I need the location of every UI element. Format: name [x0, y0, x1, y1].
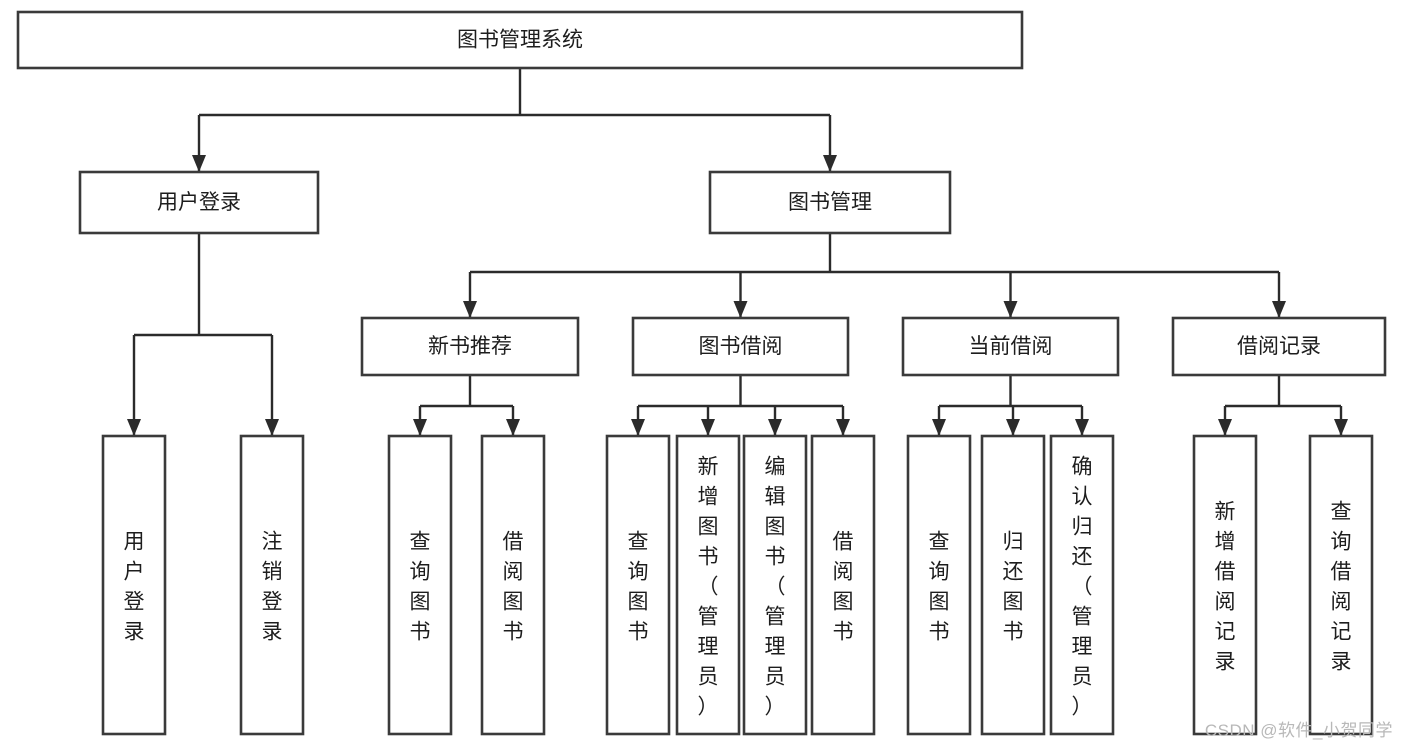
arrow-head-icon — [127, 419, 141, 436]
node-box — [360, 316, 580, 377]
node-leaf-edit-book[interactable]: 编辑图书（管理员） — [742, 434, 808, 736]
node-box — [101, 434, 167, 736]
node-box — [387, 434, 453, 736]
node-leaf-query-book-borrow[interactable]: 查询图书 — [605, 434, 671, 736]
arrow-head-icon — [701, 419, 715, 436]
arrow-head-icon — [836, 419, 850, 436]
node-layer: 图书管理系统用户登录图书管理新书推荐图书借阅当前借阅借阅记录用户登录注销登录查询… — [16, 10, 1387, 736]
node-leaf-query-book-cur[interactable]: 查询图书 — [906, 434, 972, 736]
node-box — [16, 10, 1024, 70]
node-box — [631, 316, 850, 377]
node-box — [742, 434, 808, 736]
arrow-head-icon — [506, 419, 520, 436]
node-label: 图书管理 — [788, 191, 872, 214]
node-label: 查询借阅记录 — [1331, 500, 1352, 673]
node-leaf-borrow-book-rec[interactable]: 借阅图书 — [480, 434, 546, 736]
connector-layer — [127, 68, 1348, 436]
node-box — [708, 170, 952, 235]
arrow-head-icon — [413, 419, 427, 436]
node-box — [980, 434, 1046, 736]
node-box — [480, 434, 546, 736]
node-new-book-recommend[interactable]: 新书推荐 — [360, 316, 580, 377]
node-label: 查询图书 — [628, 530, 649, 643]
arrow-head-icon — [1075, 419, 1089, 436]
arrow-head-icon — [768, 419, 782, 436]
node-leaf-query-record[interactable]: 查询借阅记录 — [1308, 434, 1374, 736]
arrow-head-icon — [1006, 419, 1020, 436]
node-leaf-borrow-book[interactable]: 借阅图书 — [810, 434, 876, 736]
node-leaf-user-login[interactable]: 用户登录 — [101, 434, 167, 736]
node-box — [810, 434, 876, 736]
node-leaf-return-book[interactable]: 归还图书 — [980, 434, 1046, 736]
node-label: 借阅图书 — [503, 530, 524, 643]
node-label: 借阅图书 — [833, 530, 854, 643]
arrow-head-icon — [463, 301, 477, 318]
arrow-head-icon — [1218, 419, 1232, 436]
node-label: 当前借阅 — [969, 335, 1053, 358]
arrow-head-icon — [1334, 419, 1348, 436]
node-box — [1171, 316, 1387, 377]
arrow-head-icon — [192, 155, 206, 172]
node-label: 借阅记录 — [1237, 335, 1321, 358]
node-label: 用户登录 — [157, 191, 241, 214]
arrow-head-icon — [823, 155, 837, 172]
node-box — [605, 434, 671, 736]
node-box — [675, 434, 741, 736]
node-box — [239, 434, 305, 736]
arrow-head-icon — [631, 419, 645, 436]
arrow-head-icon — [265, 419, 279, 436]
node-label: 查询图书 — [410, 530, 431, 643]
node-box — [78, 170, 320, 235]
node-leaf-logout[interactable]: 注销登录 — [239, 434, 305, 736]
node-label: 确认归还（管理员） — [1072, 455, 1093, 718]
watermark-text: CSDN @软件_小贺同学 — [1204, 721, 1393, 740]
node-label: 新书推荐 — [428, 335, 512, 358]
node-label: 新增借阅记录 — [1215, 500, 1236, 673]
node-book-borrow[interactable]: 图书借阅 — [631, 316, 850, 377]
node-label: 用户登录 — [124, 530, 145, 643]
node-leaf-add-record[interactable]: 新增借阅记录 — [1192, 434, 1258, 736]
node-user-login[interactable]: 用户登录 — [78, 170, 320, 235]
node-label: 编辑图书（管理员） — [765, 455, 786, 718]
node-leaf-confirm-return[interactable]: 确认归还（管理员） — [1049, 434, 1115, 736]
arrow-head-icon — [1003, 301, 1018, 318]
node-root[interactable]: 图书管理系统 — [16, 10, 1024, 70]
node-book-manage[interactable]: 图书管理 — [708, 170, 952, 235]
node-label: 查询图书 — [929, 530, 950, 643]
node-label: 归还图书 — [1003, 530, 1024, 643]
node-box — [1192, 434, 1258, 736]
arrow-head-icon — [932, 419, 946, 436]
node-label: 图书借阅 — [699, 335, 783, 358]
node-label: 新增图书（管理员） — [698, 455, 719, 718]
node-leaf-add-book[interactable]: 新增图书（管理员） — [675, 434, 741, 736]
node-label: 注销登录 — [262, 530, 283, 643]
node-borrow-record[interactable]: 借阅记录 — [1171, 316, 1387, 377]
arrow-head-icon — [733, 301, 748, 318]
node-box — [1049, 434, 1115, 736]
node-box — [901, 316, 1120, 377]
node-current-borrow[interactable]: 当前借阅 — [901, 316, 1120, 377]
node-label: 图书管理系统 — [457, 29, 583, 52]
node-box — [906, 434, 972, 736]
node-box — [1308, 434, 1374, 736]
node-leaf-query-book-rec[interactable]: 查询图书 — [387, 434, 453, 736]
arrow-head-icon — [1272, 301, 1286, 318]
